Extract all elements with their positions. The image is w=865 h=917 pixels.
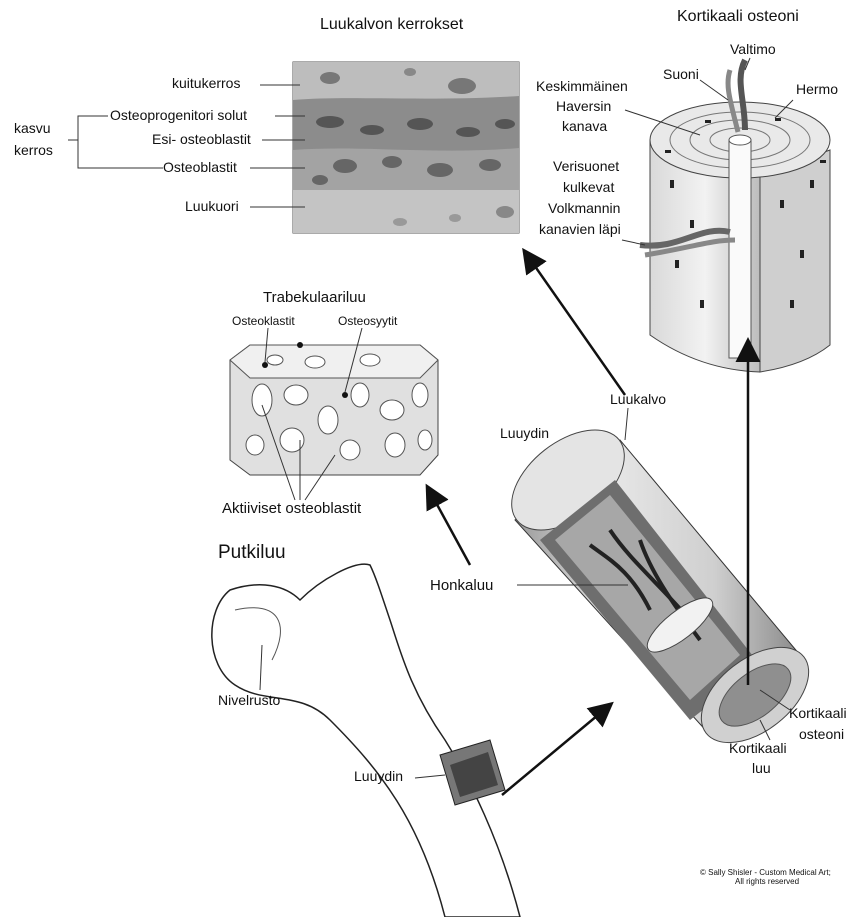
- label-spongy-bone: Honkaluu: [430, 577, 493, 594]
- label-growth-layer-line2: kerros: [14, 142, 53, 159]
- label-osteocytes: Osteosyytit: [338, 313, 397, 330]
- label-cortical-bone-2: luu: [752, 760, 771, 777]
- label-pre-osteoblasts: Esi- osteoblastit: [152, 131, 251, 148]
- label-artery: Valtimo: [730, 41, 776, 58]
- layers-title: Luukalvon kerrokset: [320, 16, 463, 33]
- label-fibrous-layer: kuitukerros: [172, 75, 240, 92]
- trabecular-bone-illustration: [230, 342, 438, 475]
- label-cartilage: Nivelrusto: [218, 692, 280, 709]
- copyright-line2: All rights reserved: [735, 877, 799, 886]
- osteon-title: Kortikaali osteoni: [677, 8, 799, 25]
- cortical-osteon-illustration: [640, 60, 830, 372]
- long-bone-title: Putkiluu: [218, 544, 286, 561]
- label-volkmann-1: Verisuonet: [553, 158, 619, 175]
- arrow-to-layers: [525, 252, 625, 395]
- trabecular-title: Trabekulaariluu: [263, 289, 366, 306]
- label-cortex: Luukuori: [185, 198, 239, 215]
- label-haversian-1: Keskimmäinen: [536, 78, 628, 95]
- label-volkmann-2: kulkevat: [563, 179, 614, 196]
- arrow-to-section: [502, 705, 610, 795]
- periosteum-layers-panel: [293, 62, 519, 233]
- label-cortical-osteon-2: osteoni: [799, 726, 844, 743]
- label-active-osteoblasts: Aktiiviset osteoblastit: [222, 500, 361, 517]
- label-haversian-2: Haversin: [556, 98, 611, 115]
- label-volkmann-3: Volkmannin: [548, 200, 620, 217]
- label-cortical-osteon-1: Kortikaali: [789, 705, 847, 722]
- arrow-to-trabecular: [428, 488, 470, 565]
- label-marrow-bone: Luuydin: [354, 768, 403, 785]
- label-periosteum: Luukalvo: [610, 391, 666, 408]
- label-vein: Suoni: [663, 66, 699, 83]
- long-bone-illustration: [212, 564, 520, 917]
- label-cortical-bone-1: Kortikaali: [729, 740, 787, 757]
- label-osteoblasts: Osteoblastit: [163, 159, 237, 176]
- copyright-line1: © Sally Shisler - Custom Medical Art;: [700, 868, 831, 877]
- label-osteoclasts: Osteoklastit: [232, 313, 295, 330]
- label-volkmann-4: kanavien läpi: [539, 221, 621, 238]
- label-haversian-3: kanava: [562, 118, 607, 135]
- label-marrow-section: Luuydin: [500, 425, 549, 442]
- label-osteoprogenitor: Osteoprogenitori solut: [110, 107, 247, 124]
- bone-section-cylinder: [493, 410, 826, 762]
- label-growth-layer-line1: kasvu: [14, 120, 51, 137]
- label-nerve: Hermo: [796, 81, 838, 98]
